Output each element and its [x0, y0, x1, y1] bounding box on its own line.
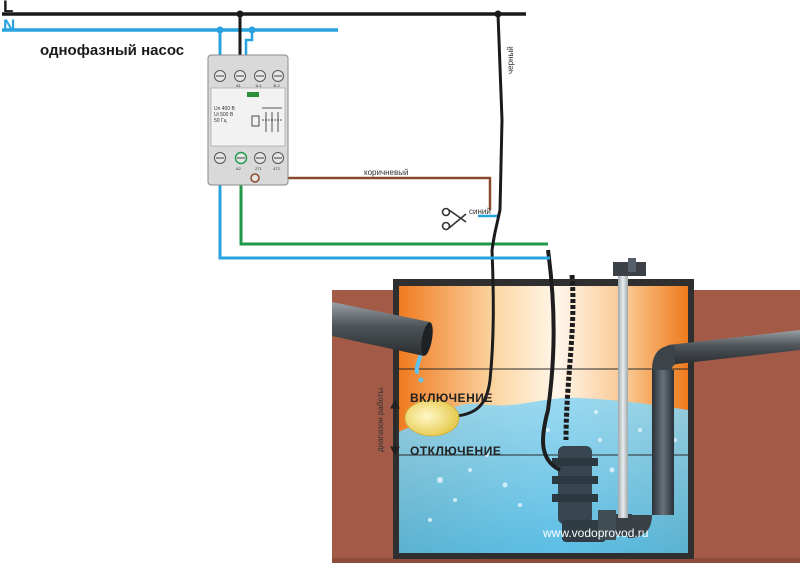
relay-terminal-4t2: 4T2 — [273, 166, 280, 171]
relay-spec-2: Ui 500 В — [214, 112, 234, 118]
on-level-label: ВКЛЮЧЕНИЕ — [410, 391, 493, 405]
range-arrow — [390, 398, 400, 457]
outlet-pipe — [600, 330, 800, 538]
neutral-line-label: N — [3, 16, 16, 35]
blue-wire-label: синий — [469, 207, 491, 216]
scissors-icon — [441, 207, 467, 231]
pump-cable — [541, 249, 561, 472]
diagram-title: однофазный насос — [40, 42, 185, 59]
relay-output-wires — [218, 13, 550, 260]
submersible-pump — [552, 446, 616, 542]
supply-lines — [2, 10, 526, 34]
relay-module — [207, 54, 289, 186]
relay-spec-3: 50 Гц — [214, 118, 227, 124]
relay-terminal-2t1: 2T1 — [255, 166, 262, 171]
phase-line-label: L — [3, 0, 14, 16]
relay-top-terminals — [214, 70, 284, 82]
float-switch — [404, 249, 495, 437]
relay-terminal-a1: A1 — [236, 83, 241, 88]
lifting-chain — [563, 274, 576, 441]
brown-wire-label: коричневый — [364, 168, 409, 177]
off-level-label: ОТКЛЮЧЕНИЕ — [410, 444, 502, 458]
relay-terminal-a2: A2 — [236, 166, 241, 171]
black-wire-label: черный — [506, 46, 515, 74]
relay-spec-1: Un 400 В — [214, 106, 235, 112]
inlet-pipe — [332, 302, 433, 383]
relay-terminal-1l1: 1L1 — [255, 83, 262, 88]
relay-bottom-terminals — [214, 151, 284, 183]
watermark: www.vodoprovod.ru — [543, 526, 649, 540]
operating-range-label: диапазон работы — [376, 387, 385, 452]
relay-terminal-3l2: 3L2 — [273, 83, 280, 88]
guide-rod — [613, 258, 646, 518]
